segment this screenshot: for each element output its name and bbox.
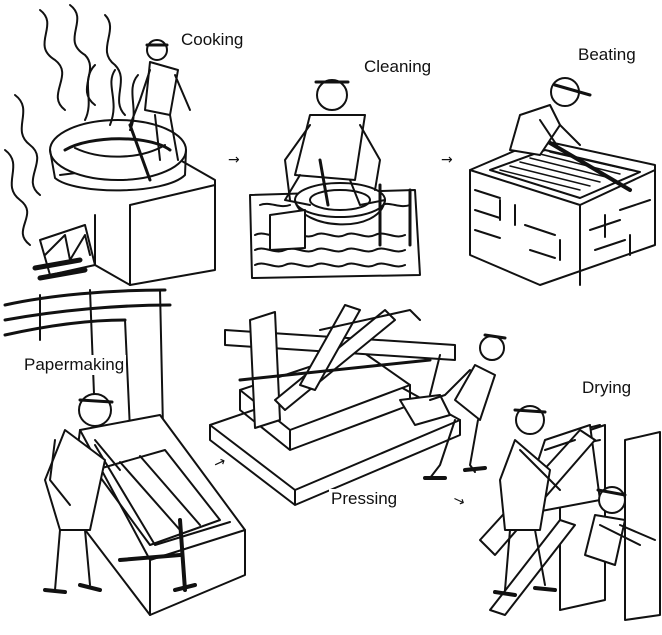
step-label-cooking: Cooking (179, 30, 245, 50)
cleaning-illustration (250, 80, 420, 278)
flow-arrow-cooking-to-cleaning: → (228, 152, 240, 168)
step-label-drying: Drying (580, 378, 633, 398)
beating-illustration (470, 78, 655, 285)
step-label-cleaning: Cleaning (362, 57, 433, 77)
step-label-pressing: Pressing (329, 489, 399, 509)
papermaking-illustration (5, 290, 245, 615)
step-label-papermaking: Papermaking (22, 355, 126, 375)
drying-illustration (480, 406, 660, 620)
pressing-illustration (210, 305, 505, 505)
flow-arrow-cleaning-to-beating: → (441, 152, 453, 168)
step-label-beating: Beating (576, 45, 638, 65)
